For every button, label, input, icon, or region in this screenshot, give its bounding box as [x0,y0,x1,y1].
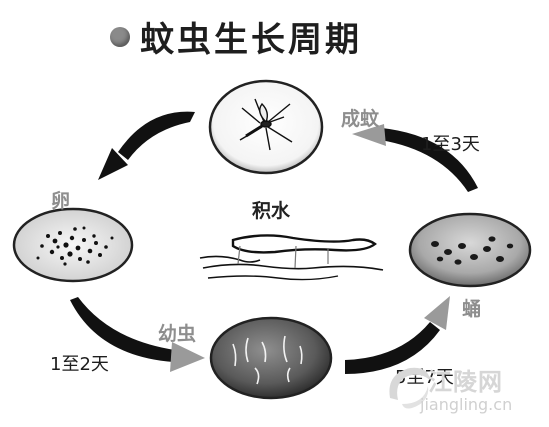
eggs-icon [36,226,114,266]
watermark-url: jiangling.cn [420,395,513,414]
watermark-text: 江陵网 [428,368,503,396]
center-water-label: 积水 [252,200,291,222]
larva-circle [209,316,333,400]
duration-pupa-to-adult: 1至3天 [421,134,480,155]
arrow-adult-to-egg [98,111,195,180]
larvae-icon [232,335,303,385]
pupae-icon [431,236,514,265]
watermark-logo-icon [389,367,430,409]
arrow-pupa-to-adult [352,124,478,192]
stage-label-pupa: 蛹 [462,298,482,320]
page-title: 蚊虫生长周期 [140,20,362,60]
standing-water-icon [199,234,384,281]
duration-egg-to-larva: 1至2天 [50,354,109,375]
arrow-larva-to-pupa [345,296,450,374]
stage-label-adult: 成蚊 [341,108,380,130]
title-row: 蚊虫生长周期 [110,12,362,61]
egg-circle [12,207,134,283]
pupa-circle [408,212,532,288]
arrow-egg-to-larva [70,297,205,372]
adult-mosquito-circle [208,79,324,175]
stage-label-egg: 卵 [51,190,71,212]
stage-label-larva: 幼虫 [158,323,197,345]
mosquito-icon [239,98,293,151]
bullet-dot-icon [110,26,130,47]
